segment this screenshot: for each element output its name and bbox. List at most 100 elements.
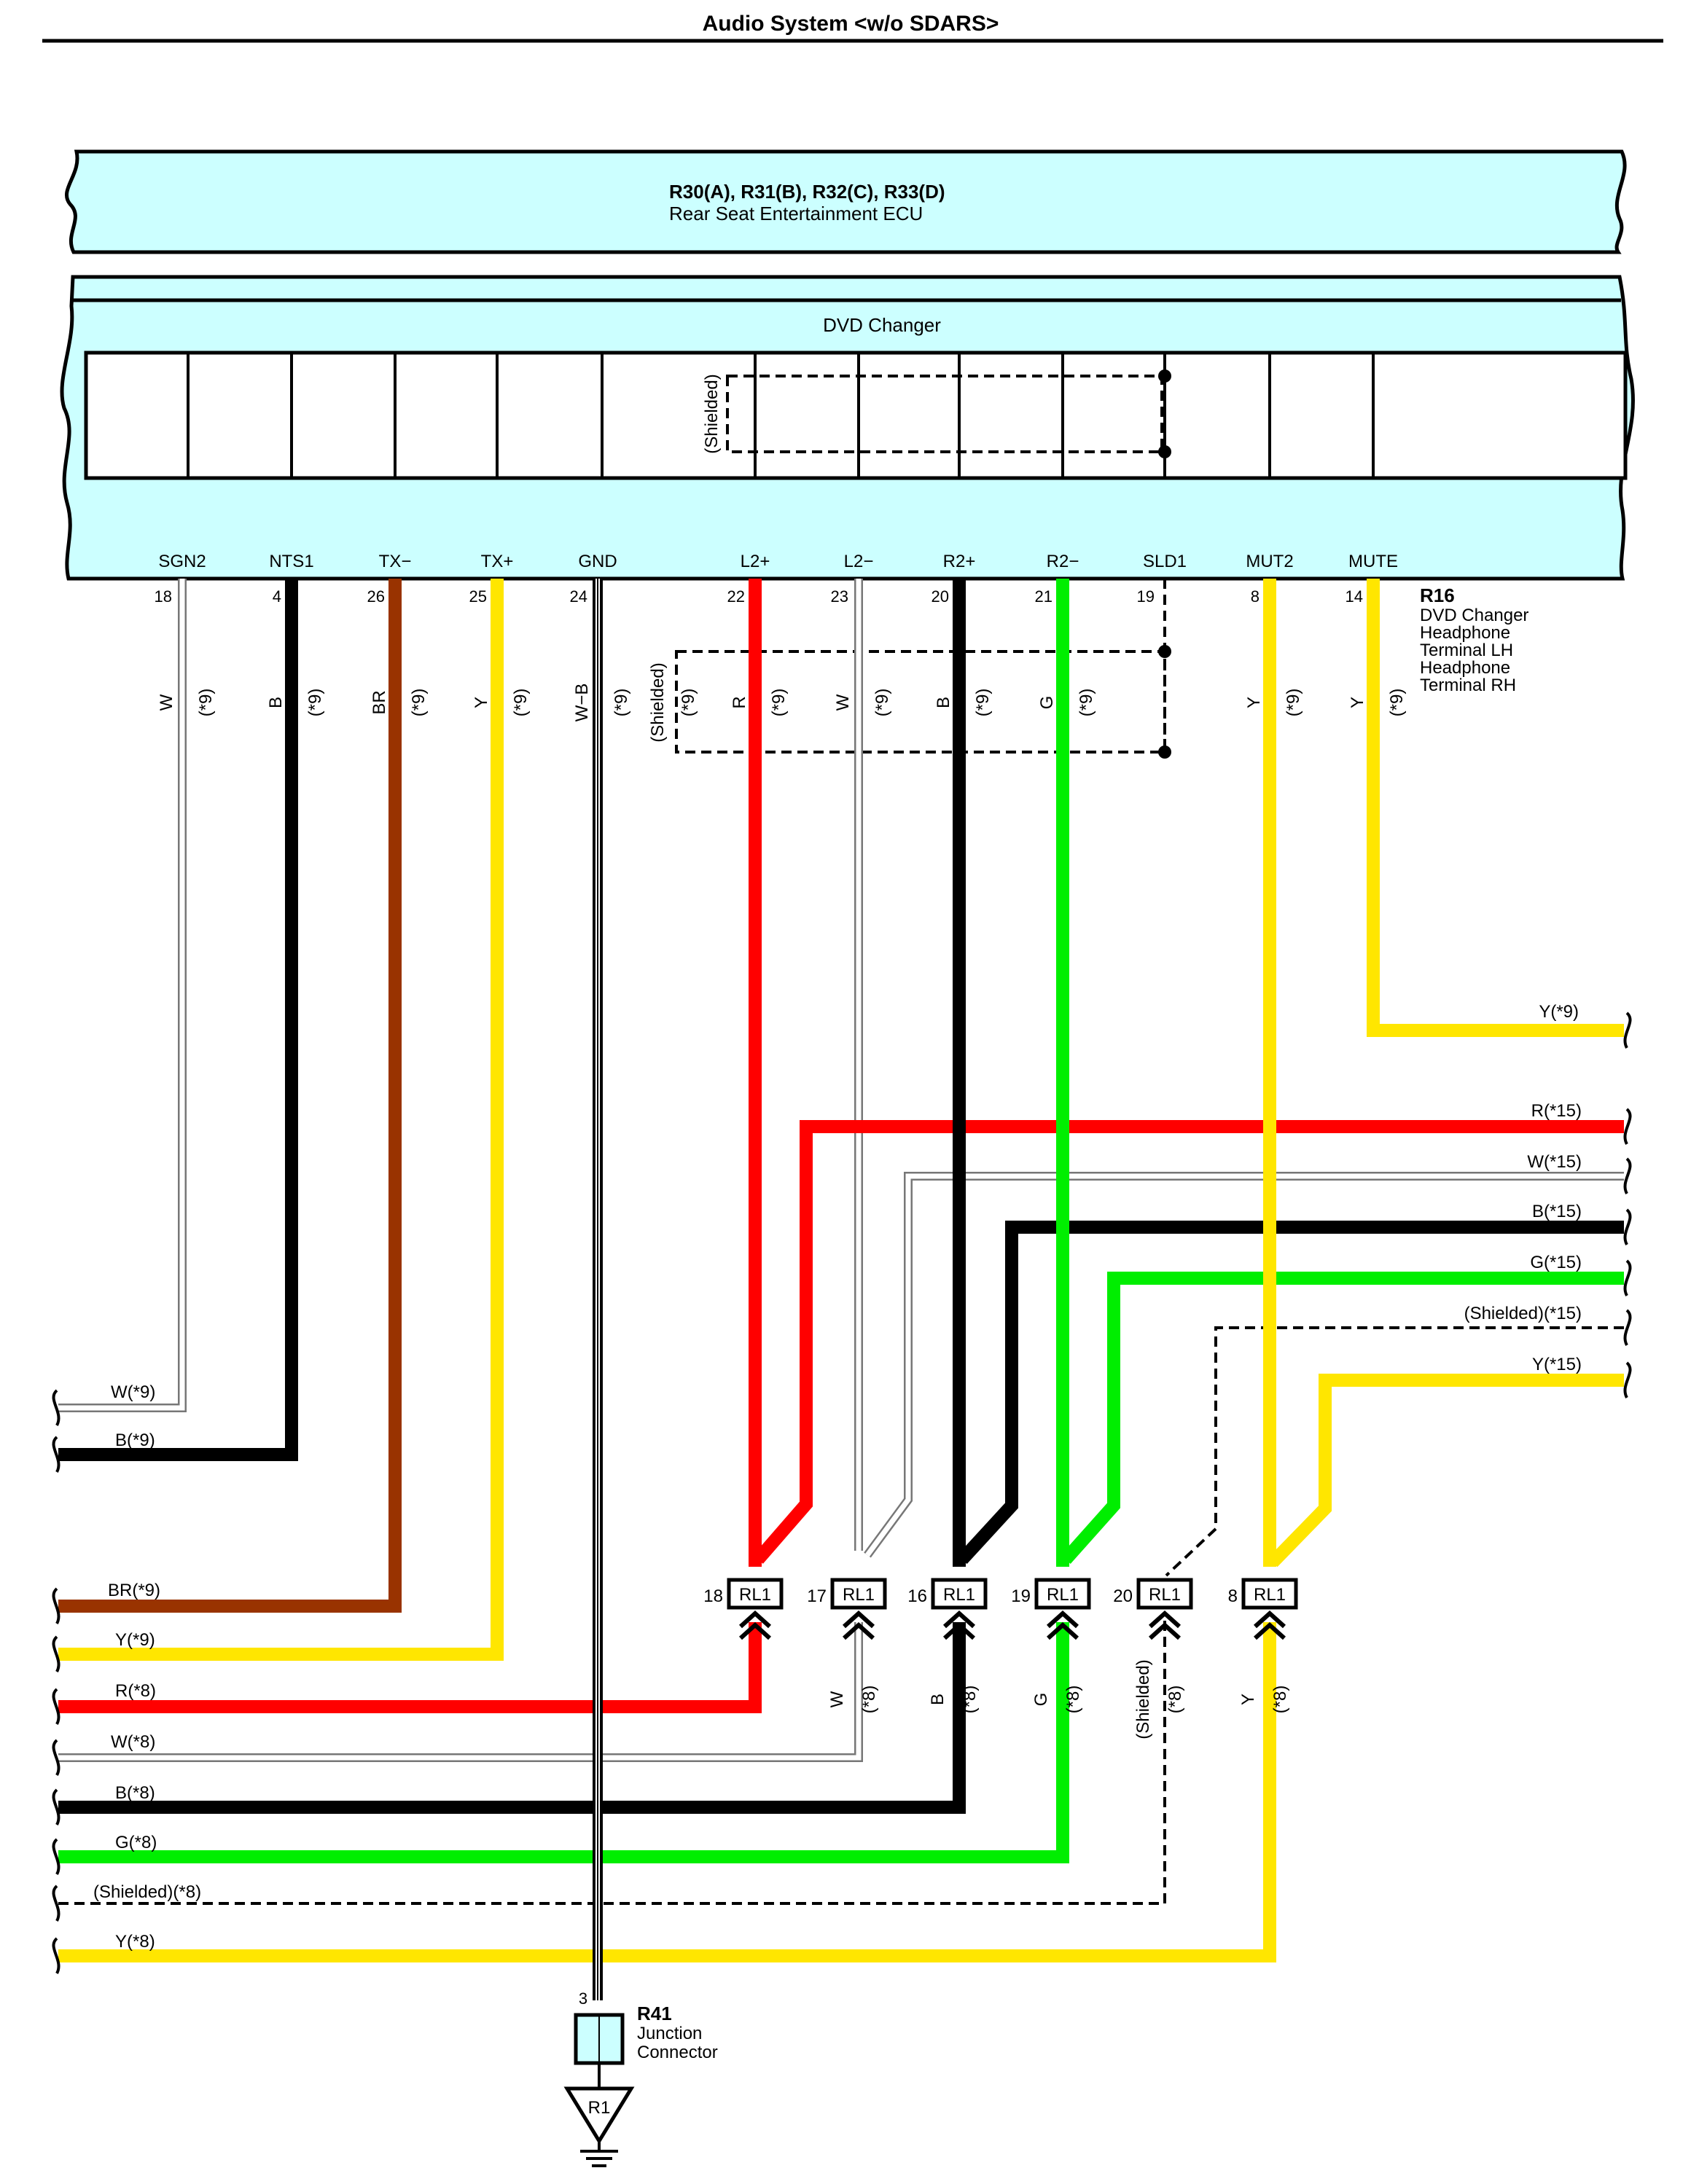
rl1-chevron	[842, 1610, 875, 1629]
ecu-name: Rear Seat Entertainment ECU	[669, 203, 923, 224]
ground-label: R1	[588, 2098, 611, 2118]
rl1-wire-note: (*8)	[960, 1686, 980, 1714]
rl1-pin: 8	[1228, 1586, 1238, 1606]
terminal-wire-color: W−B	[572, 684, 592, 722]
wire-break-mark	[1623, 1309, 1632, 1346]
wire-tx-plus-yellow	[58, 579, 504, 1661]
terminal-name: SGN2	[158, 552, 206, 571]
terminal-wire-note: (*9)	[872, 689, 892, 717]
wire-mute-yellow	[1367, 579, 1624, 1037]
harness-shield-note: (*9)	[679, 689, 698, 717]
terminal-pin: 23	[831, 587, 848, 606]
terminal-name: TX+	[481, 552, 514, 571]
terminal-name: L2−	[844, 552, 874, 571]
internal-shield-label: (Shielded)	[702, 374, 722, 453]
terminal-pin: 14	[1346, 587, 1363, 606]
rl1-pin: 20	[1113, 1586, 1133, 1606]
r41-line1: Junction	[637, 2024, 702, 2043]
wire-break-mark	[1623, 1108, 1632, 1145]
terminal-pin: 25	[469, 587, 487, 606]
r41-line2: Connector	[637, 2043, 718, 2062]
wire-yellow-15	[1268, 1374, 1624, 1567]
rl1-chevron	[1148, 1610, 1182, 1629]
r16-line: Terminal RH	[1420, 676, 1516, 695]
wire-nts1-black	[58, 579, 298, 1461]
rl1-wire-note: (*8)	[1270, 1686, 1290, 1714]
label-green-8: G(*8)	[115, 1833, 157, 1852]
rl1-wire-color: B	[928, 1694, 948, 1705]
terminal-pin: 19	[1137, 587, 1155, 606]
r16-line: Terminal LH	[1420, 641, 1513, 660]
wire-shield-8	[58, 1621, 1166, 1905]
rl1-connector-box	[931, 1578, 988, 1610]
terminal-name: R2−	[1047, 552, 1079, 571]
rl1-chevron	[842, 1621, 875, 1640]
r16-line: Headphone	[1420, 658, 1510, 678]
wire-break-mark	[52, 1688, 60, 1725]
terminal-wire-color: R	[730, 696, 749, 708]
r16-line: Headphone	[1420, 623, 1510, 643]
terminal-name: MUT2	[1246, 552, 1293, 571]
rl1-chevron	[1148, 1621, 1182, 1640]
terminal-wire-note: (*9)	[973, 689, 993, 717]
wire-break-mark	[52, 1389, 60, 1426]
label-mute-y9: Y(*9)	[1539, 1002, 1579, 1022]
wire-break-mark	[52, 1788, 60, 1825]
rl1-connector-box	[1136, 1578, 1193, 1610]
ecu-codes: R30(A), R31(B), R32(C), R33(D)	[669, 181, 945, 203]
wire-green-8	[58, 1622, 1069, 1863]
rl1-chevron	[1253, 1610, 1286, 1629]
rl1-label: RL1	[1254, 1585, 1286, 1605]
wire-break-mark	[1623, 1208, 1632, 1245]
terminal-wire-note: (*9)	[511, 689, 531, 717]
terminal-labels: SGN218W(*9)NTS14B(*9)TX−26BR(*9)TX+25Y(*…	[155, 552, 1407, 721]
terminal-pin: 21	[1035, 587, 1053, 606]
wire-shield-15	[1165, 1326, 1624, 1577]
rl1-label: RL1	[843, 1585, 875, 1605]
terminal-name: GND	[578, 552, 617, 571]
label-black-15: B(*15)	[1532, 1202, 1582, 1221]
rl1-chevron	[942, 1610, 976, 1629]
r16-code: R16	[1420, 584, 1455, 606]
terminal-pin: 24	[570, 587, 587, 606]
rl1-connector-box	[727, 1578, 784, 1610]
r41-pin: 3	[579, 1989, 587, 2008]
label-red-8: R(*8)	[115, 1681, 156, 1701]
terminal-pin: 20	[932, 587, 949, 606]
wire-red-8	[58, 1622, 762, 1713]
rl1-connector-box	[830, 1578, 887, 1610]
rl1-wire-color: W	[827, 1691, 847, 1707]
wire-white-8-outline	[58, 1622, 863, 1762]
terminal-wire-color: W	[833, 694, 853, 711]
rl1-pin: 17	[807, 1586, 827, 1606]
label-black-8: B(*8)	[115, 1783, 155, 1803]
diagram-title: Audio System <w/o SDARS>	[703, 12, 999, 36]
rl1-pin: 18	[703, 1586, 723, 1606]
terminal-pin: 26	[367, 587, 385, 606]
rl1-connector-box	[1241, 1578, 1298, 1610]
wire-red-15	[753, 1120, 1624, 1564]
terminal-wire-note: (*9)	[409, 689, 429, 717]
terminal-wire-color: BR	[370, 690, 389, 714]
label-shield-15: (Shielded)(*15)	[1464, 1304, 1582, 1323]
rl1-label: RL1	[1149, 1585, 1181, 1605]
rl1-pin: 16	[907, 1586, 927, 1606]
terminal-wire-note: (*9)	[1284, 689, 1303, 717]
rl1-wire-note: (*8)	[1165, 1686, 1185, 1714]
terminal-wire-color: Y	[1244, 697, 1264, 708]
wire-break-mark	[1623, 1361, 1632, 1398]
ecu-panel	[64, 149, 1627, 254]
rl1-chevron	[942, 1621, 976, 1640]
wire-black-15	[957, 1221, 1624, 1565]
rl1-label: RL1	[739, 1585, 771, 1605]
terminal-wire-color: W	[157, 694, 176, 711]
terminal-wire-color: G	[1037, 696, 1057, 710]
terminal-name: SLD1	[1143, 552, 1187, 571]
rl1-connector-box	[1034, 1578, 1091, 1610]
shield-node	[1158, 745, 1171, 759]
terminal-name: NTS1	[269, 552, 313, 571]
rl1-label: RL1	[943, 1585, 975, 1605]
label-red-15: R(*15)	[1531, 1101, 1582, 1121]
rl1-chevron	[1046, 1621, 1079, 1640]
